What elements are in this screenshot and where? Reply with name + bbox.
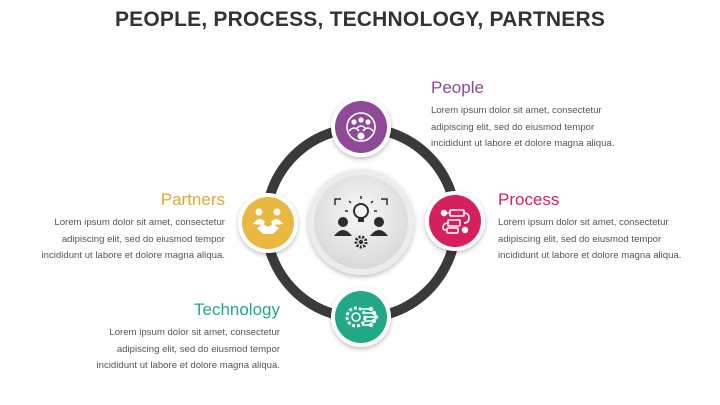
technology-heading: Technology [193, 300, 280, 319]
people-text-line: incididunt ut labore et dolore magna ali… [431, 138, 615, 149]
partners-text-line: incididunt ut labore et dolore magna ali… [41, 250, 225, 261]
people-heading: People [431, 78, 484, 97]
process-node [425, 191, 485, 251]
partners-heading: Partners [160, 190, 225, 209]
people-node [331, 97, 391, 157]
process-flow-icon [440, 209, 470, 234]
partners-block: Partners Lorem ipsum dolor sit amet, con… [20, 190, 225, 265]
people-text-line: Lorem ipsum dolor sit amet, consectetur [431, 105, 602, 116]
partners-text-line: Lorem ipsum dolor sit amet, consectetur [54, 217, 225, 228]
technology-text-line: incididunt ut labore et dolore magna ali… [96, 360, 280, 371]
process-text-line: adipiscing elit, sed do eiusmod tempor [498, 233, 662, 245]
people-text-line: adipiscing elit, sed do eiusmod tempor [431, 121, 595, 133]
process-description: Lorem ipsum dolor sit amet, consectetur … [498, 215, 713, 265]
process-heading: Process [498, 190, 560, 209]
technology-description: Lorem ipsum dolor sit amet, consectetur … [60, 325, 280, 375]
partners-description: Lorem ipsum dolor sit amet, consectetur … [20, 215, 225, 265]
idea-team-gear-icon [334, 196, 388, 249]
process-block: Process Lorem ipsum dolor sit amet, cons… [498, 190, 713, 265]
people-money-icon [346, 112, 376, 142]
handshake-icon [253, 208, 283, 234]
technology-text-line: Lorem ipsum dolor sit amet, consectetur [109, 327, 280, 338]
technology-text-line: adipiscing elit, sed do eiusmod tempor [116, 343, 280, 355]
technology-node [331, 287, 391, 347]
technology-block: Technology Lorem ipsum dolor sit amet, c… [60, 300, 280, 375]
process-text-line: Lorem ipsum dolor sit amet, consectetur [498, 217, 669, 228]
page-title: PEOPLE, PROCESS, TECHNOLOGY, PARTNERS [114, 8, 606, 31]
people-description: Lorem ipsum dolor sit amet, consectetur … [431, 103, 681, 153]
process-text-line: incididunt ut labore et dolore magna ali… [498, 250, 682, 261]
tech-gear-icon [345, 306, 379, 328]
partners-text-line: adipiscing elit, sed do eiusmod tempor [61, 233, 225, 245]
people-block: People Lorem ipsum dolor sit amet, conse… [431, 78, 681, 153]
partners-node [238, 193, 298, 253]
